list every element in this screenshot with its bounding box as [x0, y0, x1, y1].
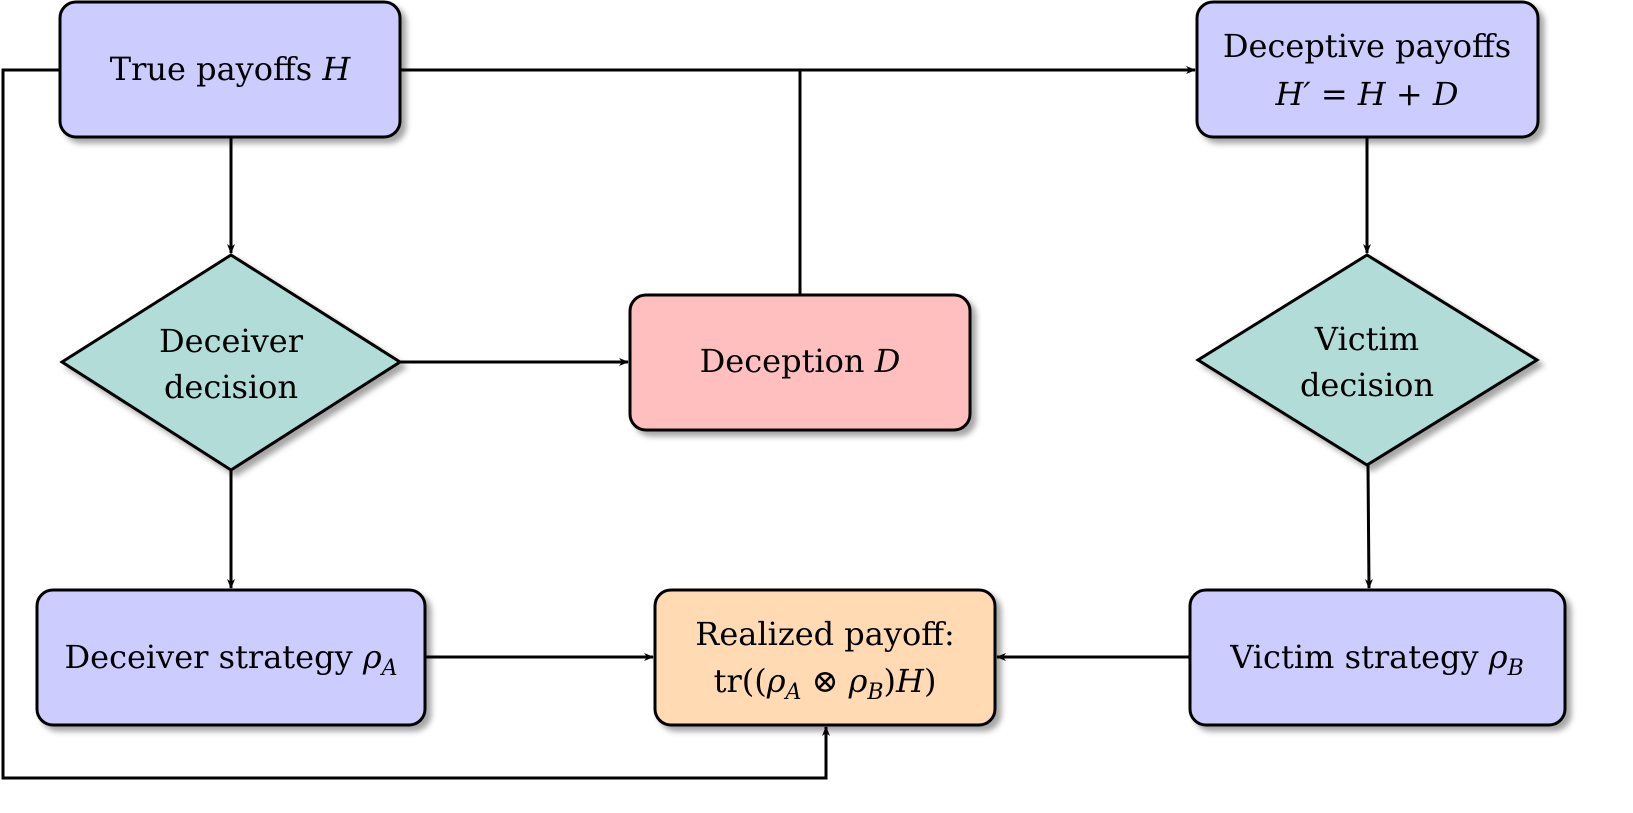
node-realized-payoff: Realized payoff: tr((ρA ⊗ ρB)H) — [653, 588, 997, 727]
svg-text:Deception D: Deception D — [700, 342, 901, 380]
deception-label: Deception — [700, 342, 875, 380]
victim-strategy-label: Victim strategy — [1229, 638, 1489, 676]
svg-text:Deceiver strategy ρA: Deceiver strategy ρA — [64, 638, 397, 681]
realized-payoff-line1: Realized payoff: — [695, 615, 954, 653]
true-payoffs-label: True payoffs — [110, 50, 323, 88]
edges — [1, 66, 1373, 780]
svg-text:Victim strategy ρB: Victim strategy ρB — [1229, 638, 1523, 681]
svg-text:True payoffs H: True payoffs H — [110, 50, 352, 88]
deceptive-payoffs-line1: Deceptive payoffs — [1223, 27, 1511, 65]
deception-math: D — [874, 342, 901, 380]
deceiver-strategy-sub: A — [380, 656, 398, 681]
node-deceiver-decision: Deceiver decision — [59, 253, 403, 472]
node-deception: Deception D — [628, 293, 972, 432]
deceiver-strategy-label: Deceiver strategy — [64, 638, 362, 676]
deceiver-decision-line1: Deceiver — [159, 322, 304, 360]
true-payoffs-math: H — [321, 50, 351, 88]
deceiver-decision-line2: decision — [164, 368, 298, 406]
edge-victim-decision-to-strategy — [1364, 464, 1373, 589]
edge-true-to-realized-loop — [1, 68, 830, 780]
node-victim-decision: Victim decision — [1195, 253, 1540, 467]
victim-strategy-math: ρ — [1488, 638, 1508, 676]
realized-payoff-formula: tr((ρA ⊗ ρB)H) — [714, 662, 937, 705]
deceiver-strategy-math: ρ — [362, 638, 382, 676]
node-deceiver-strategy: Deceiver strategy ρA — [35, 588, 427, 727]
node-true-payoffs: True payoffs H — [58, 0, 402, 139]
victim-decision-line1: Victim — [1314, 320, 1419, 358]
node-deceptive-payoffs: Deceptive payoffs H′ = H + D — [1195, 0, 1540, 139]
deceptive-payoffs-line2: H′ = H + D — [1274, 75, 1458, 113]
node-victim-strategy: Victim strategy ρB — [1188, 588, 1567, 727]
victim-strategy-sub: B — [1507, 656, 1524, 681]
victim-decision-line2: decision — [1300, 366, 1434, 404]
